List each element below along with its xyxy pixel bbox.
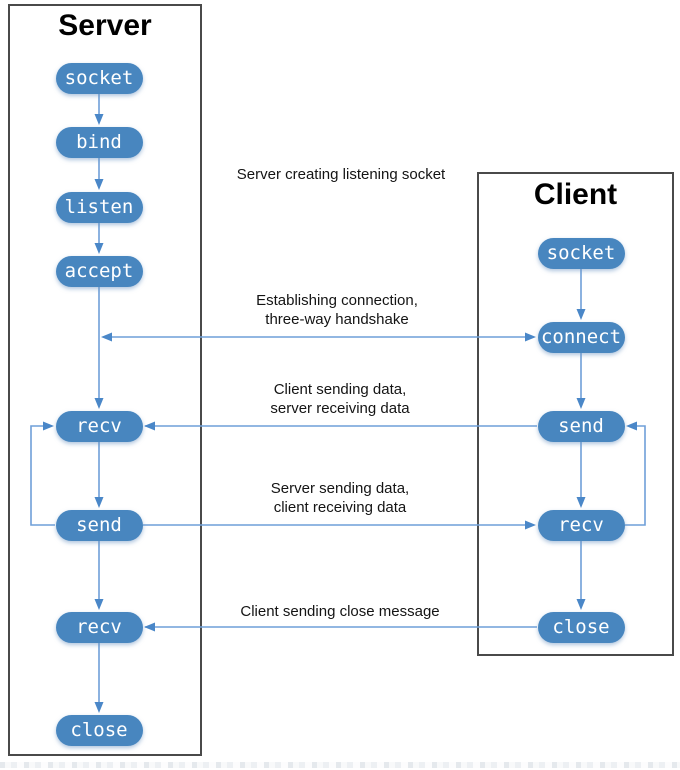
arrow-client-connect-to-send bbox=[576, 353, 586, 409]
server-box bbox=[8, 4, 202, 756]
label-line: client receiving data bbox=[273, 499, 407, 516]
server-title: Server bbox=[58, 9, 152, 42]
label-line: Client sending data, bbox=[273, 381, 407, 398]
client-box bbox=[477, 172, 674, 656]
arrow-server-socket-to-bind bbox=[94, 94, 104, 125]
client-node-socket: socket bbox=[537, 237, 625, 269]
label-line: Server creating listening socket bbox=[236, 166, 446, 183]
label-handshake: Establishing connection, three-way hands… bbox=[207, 291, 467, 329]
client-node-close: close bbox=[537, 611, 625, 643]
client-node-send: send bbox=[537, 410, 625, 442]
arrow-client-close-to-server-recv2 bbox=[144, 622, 537, 632]
arrow-server-send-to-client-recv bbox=[143, 520, 536, 530]
arrow-client-send-to-server-recv bbox=[144, 421, 537, 431]
arrow-server-send-to-recv2 bbox=[94, 541, 104, 610]
label-client-sending: Client sending data, server receiving da… bbox=[210, 380, 470, 418]
label-line: Server sending data, bbox=[270, 480, 410, 497]
label-line: Client sending close message bbox=[240, 603, 440, 620]
server-node-listen: listen bbox=[55, 191, 143, 223]
arrow-client-recv-to-close bbox=[576, 541, 586, 610]
arrow-client-recv-loop-to-send bbox=[625, 421, 646, 526]
arrow-client-send-to-recv bbox=[576, 442, 586, 508]
label-line: server receiving data bbox=[270, 400, 410, 417]
bottom-artifact-strip bbox=[0, 762, 680, 768]
arrow-server-bind-to-listen bbox=[94, 158, 104, 190]
arrow-server-accept-to-recv bbox=[94, 287, 104, 409]
label-line: three-way handshake bbox=[265, 311, 409, 328]
server-node-recv: recv bbox=[55, 410, 143, 442]
client-title: Client bbox=[533, 178, 618, 211]
label-close-message: Client sending close message bbox=[190, 602, 490, 621]
arrow-handshake-bidirectional bbox=[101, 332, 536, 342]
server-node-socket: socket bbox=[55, 62, 143, 94]
arrow-server-send-loop-to-recv bbox=[30, 421, 55, 526]
arrow-server-recv-to-send bbox=[94, 442, 104, 508]
arrow-server-listen-to-accept bbox=[94, 223, 104, 254]
arrow-server-recv2-to-close bbox=[94, 643, 104, 713]
client-node-recv: recv bbox=[537, 509, 625, 541]
server-node-accept: accept bbox=[55, 255, 143, 287]
server-node-recv2: recv bbox=[55, 611, 143, 643]
label-listening-socket: Server creating listening socket bbox=[196, 165, 486, 184]
arrow-client-socket-to-connect bbox=[576, 269, 586, 320]
server-node-close: close bbox=[55, 714, 143, 746]
server-node-bind: bind bbox=[55, 126, 143, 158]
client-node-connect: connect bbox=[537, 321, 625, 353]
label-line: Establishing connection, bbox=[256, 292, 418, 309]
label-server-sending: Server sending data, client receiving da… bbox=[210, 479, 470, 517]
server-node-send: send bbox=[55, 509, 143, 541]
